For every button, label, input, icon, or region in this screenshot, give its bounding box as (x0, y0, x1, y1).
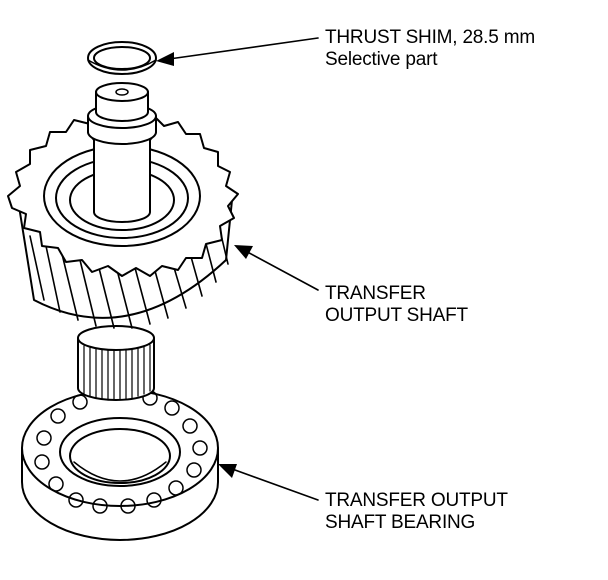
bearing-arrowhead (218, 464, 237, 478)
bearing-illustration (21, 389, 219, 541)
bearing-leader (223, 465, 319, 501)
bearing-balls (34, 390, 208, 514)
thrust-shim-leader (161, 37, 319, 61)
thrust-shim-arrowhead (156, 52, 174, 66)
transfer-output-shaft-arrowhead (234, 245, 253, 259)
transfer-output-shaft-label-line2: OUTPUT SHAFT (325, 305, 468, 326)
shaft-spline-section (77, 325, 155, 401)
thrust-shim-label: THRUST SHIM, 28.5 mm Selective part (325, 27, 535, 71)
transfer-output-shaft-bearing-label: TRANSFER OUTPUT SHAFT BEARING (325, 490, 508, 534)
bearing-label-line1: TRANSFER OUTPUT (325, 490, 508, 511)
leader-arrows (156, 37, 319, 501)
transfer-output-shaft-label-line1: TRANSFER (325, 283, 426, 304)
thrust-shim-label-line2: Selective part (325, 49, 438, 70)
transfer-output-shaft-leader (239, 247, 319, 291)
bearing-label-line2: SHAFT BEARING (325, 512, 476, 533)
shaft-upper-section (87, 82, 157, 223)
transfer-output-shaft-label: TRANSFER OUTPUT SHAFT (325, 283, 468, 327)
thrust-shim-label-line1: THRUST SHIM, 28.5 mm (325, 27, 535, 48)
thrust-shim-illustration (87, 41, 157, 75)
